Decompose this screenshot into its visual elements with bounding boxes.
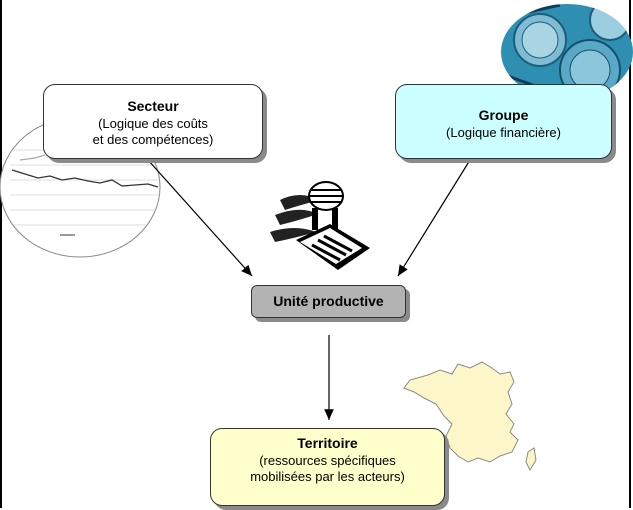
node-territoire-title: Territoire <box>297 435 358 451</box>
node-unite-productive: Unité productive <box>251 285 406 318</box>
node-secteur-line1: (Logique des coûts <box>98 116 208 131</box>
node-groupe-title: Groupe <box>478 107 529 123</box>
node-territoire-line1: (ressources spécifiques <box>259 453 396 468</box>
node-territoire-line2: mobilisées par les acteurs) <box>250 469 405 484</box>
node-secteur-title: Secteur <box>127 98 179 114</box>
arrow-groupe-to-unite <box>397 159 471 277</box>
node-groupe-line1: (Logique financière) <box>446 125 561 140</box>
node-groupe: Groupe (Logique financière) <box>395 84 612 159</box>
node-unite-title: Unité productive <box>273 293 384 309</box>
node-secteur: Secteur (Logique des coûts et des compét… <box>43 84 263 159</box>
factory-clipart <box>270 181 370 270</box>
arrow-secteur-to-unite <box>147 159 253 277</box>
node-secteur-line2: et des compétences) <box>92 132 214 147</box>
node-territoire: Territoire (ressources spécifiques mobil… <box>210 428 445 506</box>
france-map <box>403 361 537 472</box>
